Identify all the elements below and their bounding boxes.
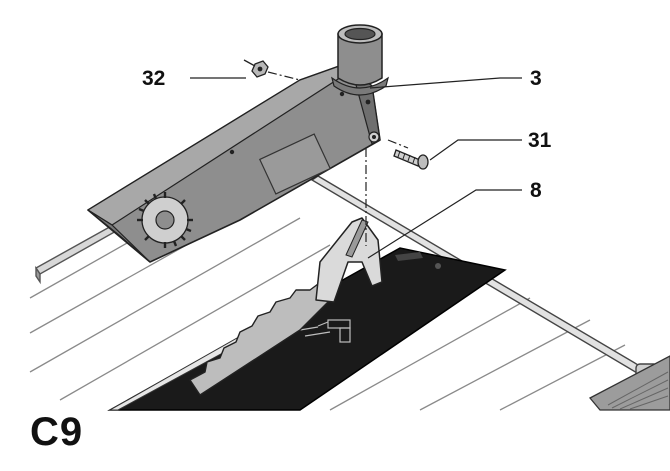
throat-insert	[107, 247, 507, 411]
guard-sprocket	[137, 192, 193, 248]
callout-8: 8	[530, 179, 542, 202]
guard-label-plate	[258, 133, 332, 195]
nut-part-32	[243, 59, 269, 78]
callout-31: 31	[528, 129, 552, 152]
callout-3: 3	[530, 67, 542, 90]
alignment-guides	[267, 71, 409, 246]
left-rail	[34, 223, 119, 285]
callout-32: 32	[142, 67, 166, 90]
screw-part-31	[393, 149, 429, 170]
dust-port	[331, 24, 389, 96]
leader-lines	[190, 77, 522, 259]
figure-label: C9	[30, 410, 84, 454]
front-end-cap	[588, 355, 670, 411]
blade-guard	[86, 63, 381, 263]
